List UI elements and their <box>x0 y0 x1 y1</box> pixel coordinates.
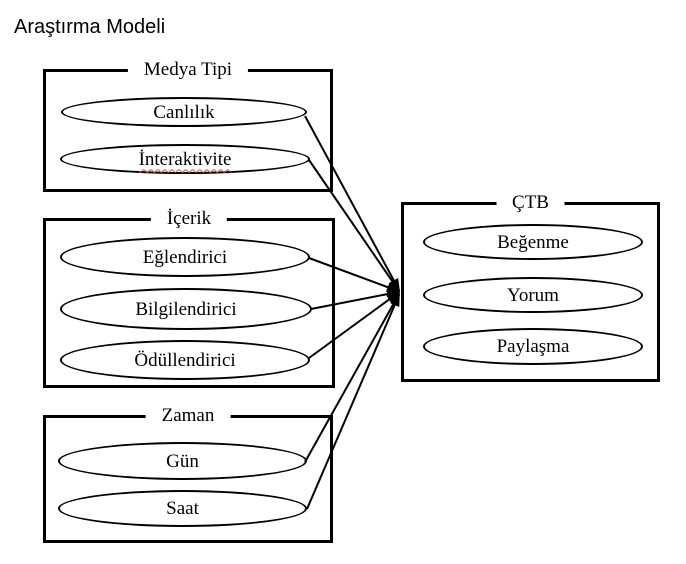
node-label: Canlılık <box>153 101 215 123</box>
node-label: Beğenme <box>497 231 569 253</box>
node-begenme: Beğenme <box>423 224 643 260</box>
group-box-ctb: ÇTB <box>401 191 660 382</box>
group-title-medya-tipi: Medya Tipi <box>127 58 249 82</box>
node-label: Gün <box>166 450 199 472</box>
node-label: Saat <box>166 498 199 519</box>
node-label: Paylaşma <box>496 336 570 357</box>
node-interaktivite: İnteraktivite <box>60 144 310 174</box>
group-title-icerik: İçerik <box>150 207 228 231</box>
node-saat: Saat <box>58 490 307 527</box>
node-canlilik: Canlılık <box>61 97 307 127</box>
group-title-ctb: ÇTB <box>496 191 565 215</box>
node-odullendirici: Ödüllendirici <box>60 340 310 380</box>
node-label: Bilgilendirici <box>135 298 237 320</box>
node-label: Eğlendirici <box>142 246 228 268</box>
node-paylasma: Paylaşma <box>423 328 643 365</box>
node-label: Ödüllendirici <box>134 349 236 371</box>
node-gun: Gün <box>58 442 307 480</box>
node-label: İnteraktivite <box>138 148 232 170</box>
group-box-medya-tipi: Medya Tipi <box>43 58 333 192</box>
node-yorum: Yorum <box>423 277 643 313</box>
node-eglendirici: Eğlendirici <box>60 237 310 277</box>
node-bilgilendirici: Bilgilendirici <box>60 288 312 330</box>
page-title: Araştırma Modeli <box>14 16 166 38</box>
node-label: Yorum <box>507 284 559 306</box>
group-title-zaman: Zaman <box>145 404 231 428</box>
